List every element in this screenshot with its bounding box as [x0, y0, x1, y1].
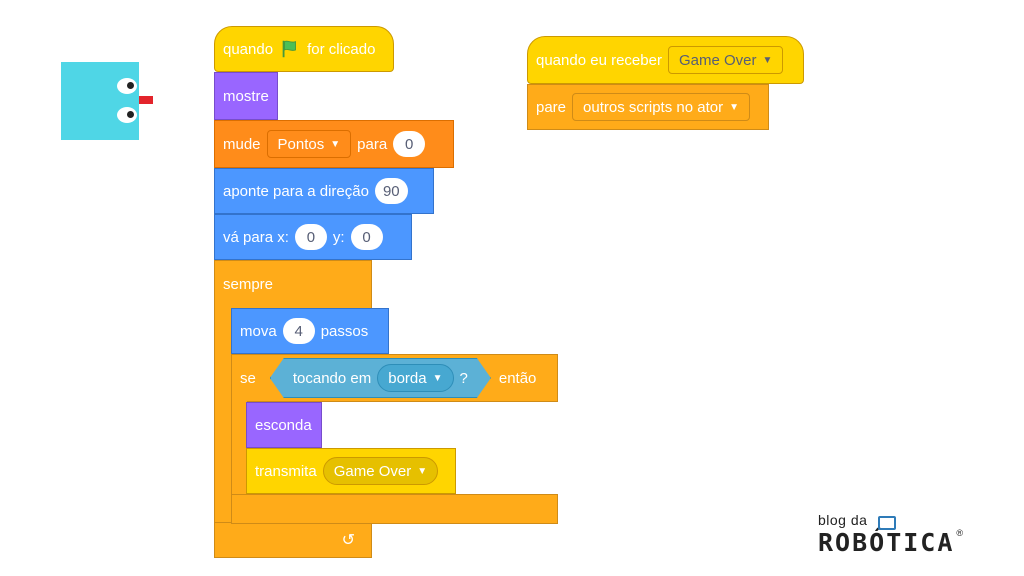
chevron-down-icon: ▼ [330, 138, 341, 150]
goto-label: vá para x: [223, 228, 289, 246]
move-steps-input[interactable]: 4 [282, 318, 315, 344]
loop-arrow-icon: ↺ [341, 532, 355, 549]
logo-blog-da-robotica: blog da ROBÓTICA ® [818, 512, 988, 562]
stop-label: pare [536, 98, 567, 116]
block-if[interactable]: se tocando em borda ▼ ? então [231, 354, 558, 402]
chevron-down-icon: ▼ [417, 465, 428, 477]
block-move[interactable]: mova 4 passos [231, 308, 389, 354]
broadcast-message: Game Over [333, 462, 412, 480]
logo-registered: ® [956, 528, 964, 538]
setvar-label: mude [223, 135, 261, 153]
hide-label: esconda [255, 416, 312, 434]
direction-input[interactable]: 90 [374, 178, 408, 204]
if-label: se [240, 369, 256, 387]
touching-target-dropdown[interactable]: borda ▼ [377, 364, 453, 392]
receive-message: Game Over [678, 51, 757, 69]
hat-when-i-receive[interactable]: quando eu receber Game Over ▼ [527, 36, 804, 84]
direction-label: aponte para a direção [223, 182, 369, 200]
logo-main-text: ROBÓTICA [818, 528, 955, 557]
touching-target: borda [388, 369, 427, 387]
block-broadcast[interactable]: transmita Game Over ▼ [246, 448, 456, 494]
if-then-label: então [498, 369, 537, 387]
block-forever[interactable]: sempre [214, 260, 372, 308]
show-label: mostre [223, 87, 269, 105]
stop-option: outros scripts no ator [583, 98, 724, 116]
forever-arm [214, 307, 233, 523]
sensing-touching-block[interactable]: tocando em borda ▼ ? [270, 358, 491, 398]
hat-label-pre: quando [223, 40, 274, 58]
forever-bottom: ↺ [214, 522, 372, 558]
robot-icon [878, 516, 896, 530]
tongue [139, 96, 153, 104]
sprite-snake[interactable] [61, 62, 153, 142]
block-stop[interactable]: pare outros scripts no ator ▼ [527, 84, 769, 130]
variable-name: Pontos [277, 135, 325, 153]
variable-dropdown[interactable]: Pontos ▼ [266, 130, 352, 158]
hat-label-post: for clicado [307, 40, 376, 58]
chevron-down-icon: ▼ [432, 372, 443, 384]
forever-label: sempre [223, 276, 274, 293]
move-post-label: passos [320, 322, 369, 340]
stop-option-dropdown[interactable]: outros scripts no ator ▼ [572, 93, 750, 121]
goto-y-input[interactable]: 0 [350, 224, 383, 250]
eye-bottom [117, 107, 137, 123]
chevron-down-icon: ▼ [762, 54, 773, 66]
block-goto-xy[interactable]: vá para x: 0 y: 0 [214, 214, 412, 260]
broadcast-message-dropdown[interactable]: Game Over ▼ [322, 457, 439, 485]
block-set-variable[interactable]: mude Pontos ▼ para 0 [214, 120, 454, 168]
hat-when-flag-clicked[interactable]: quando for clicado [214, 26, 394, 72]
receive-label: quando eu receber [536, 51, 662, 69]
goto-x-input[interactable]: 0 [294, 224, 327, 250]
if-arm [231, 401, 247, 495]
if-bottom [231, 494, 558, 524]
eye-top [117, 78, 137, 94]
touching-label: tocando em [292, 369, 372, 387]
broadcast-label: transmita [255, 462, 317, 480]
green-flag-icon [282, 40, 297, 58]
setvar-value-input[interactable]: 0 [393, 131, 426, 157]
setvar-to-label: para [357, 135, 388, 153]
goto-y-label: y: [332, 228, 345, 246]
chevron-down-icon: ▼ [729, 101, 739, 113]
touching-question: ? [459, 369, 468, 387]
move-label: mova [240, 322, 277, 340]
sprite-body [61, 62, 139, 140]
receive-message-dropdown[interactable]: Game Over ▼ [667, 46, 784, 74]
block-point-direction[interactable]: aponte para a direção 90 [214, 168, 434, 214]
logo-top-text: blog da [818, 512, 868, 528]
block-hide[interactable]: esconda [246, 402, 322, 448]
block-show[interactable]: mostre [214, 72, 278, 120]
